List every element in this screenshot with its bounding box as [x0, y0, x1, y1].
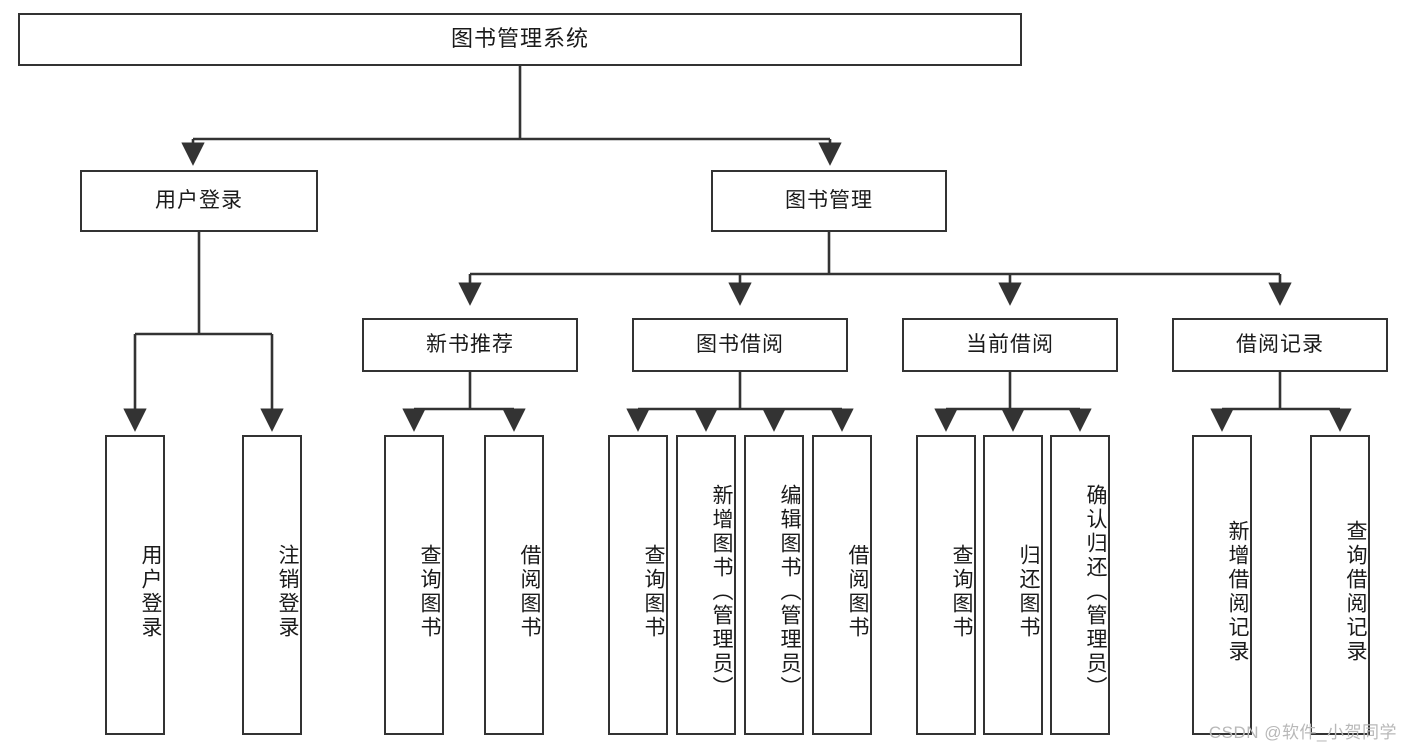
leaf-current-query-book[interactable]: 查询图书 [916, 435, 976, 735]
watermark-text: CSDN @软件_小贺同学 [1208, 723, 1397, 742]
node-label: 用户登录 [139, 544, 162, 640]
node-label: 编辑图书（管理员） [778, 484, 801, 700]
node-label: 新增借阅记录 [1226, 520, 1249, 664]
leaf-record-query[interactable]: 查询借阅记录 [1310, 435, 1370, 735]
node-label: 图书借阅 [696, 333, 784, 357]
leaf-new-book-borrow[interactable]: 借阅图书 [484, 435, 544, 735]
node-label: 图书管理 [785, 189, 873, 213]
node-label: 借阅图书 [518, 544, 541, 640]
leaf-new-book-query[interactable]: 查询图书 [384, 435, 444, 735]
node-label: 注销登录 [276, 544, 299, 640]
node-label: 新书推荐 [426, 333, 514, 357]
node-label: 当前借阅 [966, 333, 1054, 357]
leaf-borrow-query-book[interactable]: 查询图书 [608, 435, 668, 735]
leaf-borrow-edit-book[interactable]: 编辑图书（管理员） [744, 435, 804, 735]
leaf-user-logout[interactable]: 注销登录 [242, 435, 302, 735]
node-label: 查询图书 [418, 544, 441, 640]
node-label: 查询借阅记录 [1344, 520, 1367, 664]
node-borrow-record[interactable]: 借阅记录 [1172, 318, 1388, 372]
leaf-current-return-book[interactable]: 归还图书 [983, 435, 1043, 735]
leaf-borrow-borrow-book[interactable]: 借阅图书 [812, 435, 872, 735]
leaf-current-confirm-return[interactable]: 确认归还（管理员） [1050, 435, 1110, 735]
node-label: 图书管理系统 [450, 26, 589, 52]
node-label: 查询图书 [642, 544, 665, 640]
node-label: 借阅图书 [846, 544, 869, 640]
node-label: 用户登录 [155, 189, 243, 213]
node-current-borrow[interactable]: 当前借阅 [902, 318, 1118, 372]
node-label: 借阅记录 [1236, 333, 1324, 357]
node-root-system[interactable]: 图书管理系统 [18, 13, 1022, 66]
node-book-management[interactable]: 图书管理 [711, 170, 947, 232]
leaf-record-add[interactable]: 新增借阅记录 [1192, 435, 1252, 735]
node-user-login[interactable]: 用户登录 [80, 170, 318, 232]
node-label: 归还图书 [1017, 544, 1040, 640]
leaf-user-login[interactable]: 用户登录 [105, 435, 165, 735]
node-label: 查询图书 [950, 544, 973, 640]
node-label: 确认归还（管理员） [1084, 484, 1107, 700]
node-label: 新增图书（管理员） [710, 484, 733, 700]
node-book-borrow[interactable]: 图书借阅 [632, 318, 848, 372]
leaf-borrow-add-book[interactable]: 新增图书（管理员） [676, 435, 736, 735]
node-new-book-recommend[interactable]: 新书推荐 [362, 318, 578, 372]
